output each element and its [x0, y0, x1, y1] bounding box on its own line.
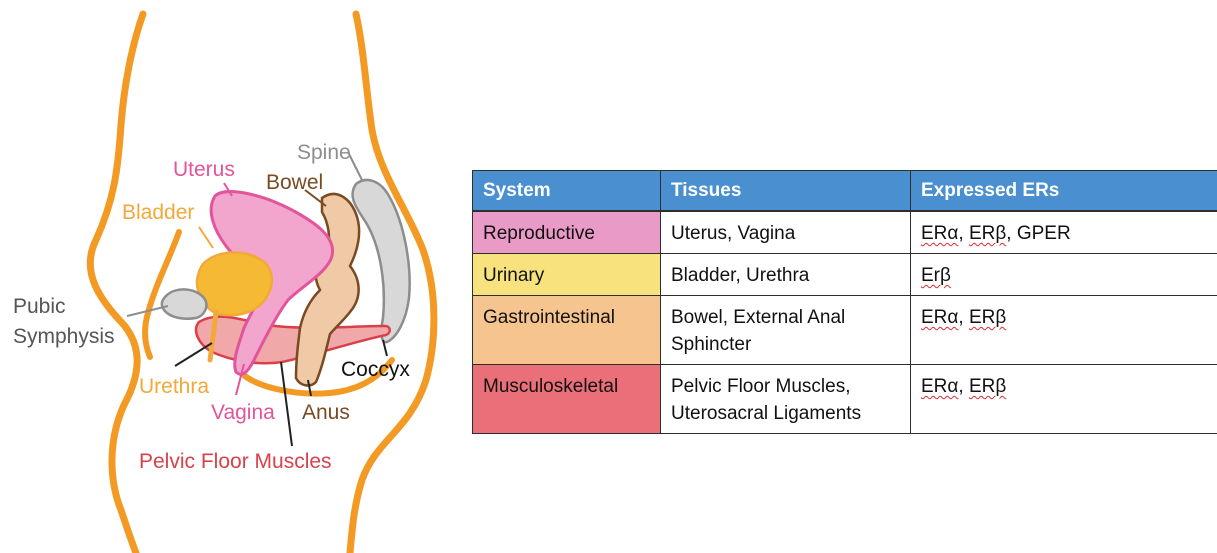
- urethra-leader: [175, 343, 212, 366]
- tissues-line: Uterus, Vagina: [671, 220, 900, 247]
- pubic-symphysis-shape: [162, 289, 207, 318]
- tissues-line: Bowel, External Anal: [671, 304, 900, 331]
- receptor-separator: ,: [958, 376, 969, 397]
- tissues-line: Pelvic Floor Muscles,: [671, 373, 900, 400]
- pelvic-anatomy-diagram: Uterus Bladder Spine Bowel Pubic Symphys…: [0, 0, 470, 553]
- tissues-line: Bladder, Urethra: [671, 262, 900, 289]
- bladder-leader: [199, 227, 213, 248]
- receptor-name: ERβ: [969, 223, 1006, 244]
- expressed-ers-cell: ERα, ERβ, GPER: [911, 211, 1217, 254]
- front-body-outline: [90, 14, 143, 553]
- header-system: System: [473, 171, 661, 212]
- bowel-label: Bowel: [266, 171, 323, 194]
- table-header-row: System Tissues Expressed ERs: [473, 171, 1217, 212]
- expressed-ers-cell: Erβ: [911, 254, 1217, 296]
- receptor-name: ERβ: [969, 307, 1006, 328]
- system-cell: Gastrointestinal: [473, 296, 661, 365]
- receptor-name: ERα: [921, 307, 958, 328]
- header-tissues: Tissues: [661, 171, 911, 212]
- expressed-ers-cell: ERα, ERβ: [911, 296, 1217, 365]
- receptor-separator: ,: [958, 307, 969, 328]
- receptor-name: ERα: [921, 223, 958, 244]
- tissues-cell: Bladder, Urethra: [661, 254, 911, 296]
- header-expressed-ers: Expressed ERs: [911, 171, 1217, 212]
- estrogen-receptor-table: System Tissues Expressed ERs Reproductiv…: [472, 170, 1217, 434]
- table-row: Urinary Bladder, Urethra Erβ: [473, 254, 1217, 296]
- receptor-separator: ,: [958, 223, 969, 244]
- tissues-line: Uterosacral Ligaments: [671, 400, 900, 427]
- pelvic-floor-leader: [281, 362, 292, 446]
- coccyx-label: Coccyx: [341, 358, 410, 381]
- system-cell: Reproductive: [473, 211, 661, 254]
- pubic-symphysis-label-line2: Symphysis: [13, 325, 115, 348]
- bladder-label: Bladder: [122, 201, 194, 224]
- pubic-symphysis-label-line1: Pubic: [13, 295, 66, 318]
- pelvic-floor-muscles-shape: [196, 317, 390, 364]
- system-cell: Urinary: [473, 254, 661, 296]
- receptor-separator: , GPER: [1006, 223, 1070, 244]
- spine-label: Spine: [297, 141, 351, 164]
- system-cell: Musculoskeletal: [473, 365, 661, 434]
- receptor-name: ERα: [921, 376, 958, 397]
- tissues-cell: Uterus, Vagina: [661, 211, 911, 254]
- table-row: Reproductive Uterus, Vagina ERα, ERβ, GPER: [473, 211, 1217, 254]
- receptor-name: ERβ: [969, 376, 1006, 397]
- anus-label: Anus: [302, 401, 350, 424]
- vagina-label: Vagina: [211, 401, 275, 424]
- tissues-cell: Pelvic Floor Muscles,Uterosacral Ligamen…: [661, 365, 911, 434]
- bladder-shape: [197, 253, 272, 316]
- pelvic-floor-muscles-label: Pelvic Floor Muscles: [139, 450, 332, 473]
- receptor-name: Erβ: [921, 265, 951, 286]
- urethra-label: Urethra: [139, 375, 209, 398]
- tissues-line: Sphincter: [671, 331, 900, 358]
- uterus-label: Uterus: [173, 158, 235, 181]
- expressed-ers-cell: ERα, ERβ: [911, 365, 1217, 434]
